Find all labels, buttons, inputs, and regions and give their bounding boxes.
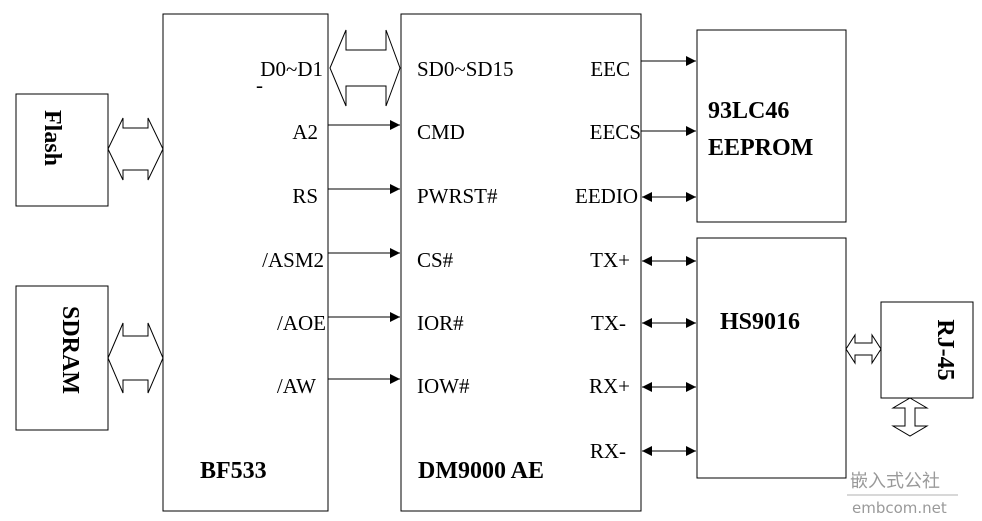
rj45-side-bus-arrow: [845, 333, 882, 365]
eeprom-label-line2: EEPROM: [708, 135, 813, 161]
bf533-pin-aw: /AW: [277, 374, 316, 398]
bf533-pin-aoe: /AOE: [277, 311, 326, 335]
watermark-en: embcom.net: [852, 499, 947, 517]
dm9000-pin-ior: IOR#: [417, 311, 464, 335]
bf533-pin-a2: A2: [292, 120, 318, 144]
dm9000-pin-eec: EEC: [590, 57, 630, 81]
bf533-pin-data-tick: -: [256, 73, 263, 97]
flash-label: Flash: [39, 110, 65, 166]
rj45-vertical-bus-arrow: [891, 397, 929, 437]
hs9016-block: [696, 237, 847, 479]
dm9000-block: [400, 13, 642, 512]
bf533-label: BF533: [200, 458, 267, 484]
dm9000-label: DM9000 AE: [418, 458, 544, 484]
hs9016-label: HS9016: [720, 309, 800, 335]
dm9000-pin-cmd: CMD: [417, 120, 465, 144]
data-bus-arrow: [329, 29, 401, 107]
dm9000-pin-eecs: EECS: [590, 120, 641, 144]
watermark-cn: 嵌入式公社: [850, 471, 940, 492]
dm9000-pin-rxn: RX-: [590, 439, 626, 463]
dm9000-pin-pwrst: PWRST#: [417, 184, 498, 208]
dm9000-pin-rxp: RX+: [589, 374, 630, 398]
bf533-pin-data: D0~D1: [260, 57, 323, 81]
sdram-bus-arrow: [107, 322, 164, 394]
dm9000-pin-iow: IOW#: [417, 374, 470, 398]
dm9000-pin-txn: TX-: [591, 311, 626, 335]
sdram-block: [15, 285, 109, 431]
eeprom-block: [696, 29, 847, 223]
bf533-block: [162, 13, 329, 512]
bf533-pin-asm2: /ASM2: [262, 248, 324, 272]
rj45-label: RJ-45: [932, 319, 958, 380]
dm9000-pin-cs: CS#: [417, 248, 454, 272]
flash-bus-arrow: [107, 117, 164, 181]
dm9000-pin-eedio: EEDIO: [575, 184, 638, 208]
flash-block: [15, 93, 109, 207]
rj45-block: [880, 301, 974, 399]
sdram-label: SDRAM: [57, 306, 83, 394]
bf533-pin-rs: RS: [292, 184, 318, 208]
dm9000-pin-txp: TX+: [590, 248, 630, 272]
eeprom-label-line1: 93LC46: [708, 98, 789, 124]
dm9000-pin-sd: SD0~SD15: [417, 57, 514, 81]
